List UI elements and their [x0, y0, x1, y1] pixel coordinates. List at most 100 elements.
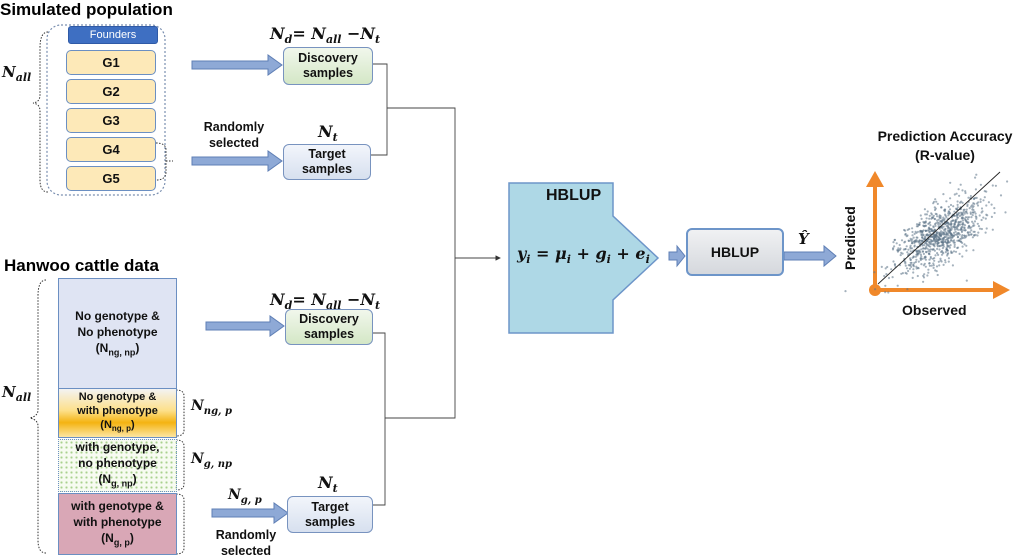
- scatter-point: [926, 233, 929, 236]
- scatter-point: [939, 222, 942, 226]
- scatter-point: [942, 231, 945, 234]
- scatter-point: [908, 267, 912, 270]
- simulated-n-all: Nall: [2, 63, 32, 84]
- scatter-point: [977, 225, 981, 228]
- scatter-point: [985, 204, 988, 207]
- scatter-point: [892, 260, 895, 263]
- scatter-point: [913, 245, 916, 248]
- scatter-point: [923, 221, 927, 224]
- scatter-point: [945, 241, 948, 244]
- scatter-point: [913, 240, 916, 243]
- scatter-point: [911, 240, 914, 243]
- scatter-point: [977, 231, 980, 234]
- scatter-point: [961, 189, 964, 192]
- scatter-point: [975, 173, 978, 176]
- scatter-point: [915, 253, 918, 256]
- scatter-point: [949, 223, 952, 226]
- scatter-point: [965, 244, 968, 247]
- scatter-point: [936, 247, 939, 250]
- scatter-point: [936, 245, 940, 248]
- scatter-point: [952, 219, 955, 222]
- scatter-point: [944, 251, 947, 254]
- scatter-point: [971, 214, 974, 217]
- scatter-point: [950, 251, 953, 254]
- scatter-point: [973, 220, 977, 223]
- scatter-point: [934, 224, 937, 227]
- y-hat-label: Ŷ: [798, 230, 809, 248]
- scatter-point: [944, 239, 947, 242]
- scatter-point: [942, 263, 945, 266]
- scatter-point: [931, 235, 934, 238]
- scatter-point: [948, 231, 951, 234]
- hanwoo-cell-with-geno-no-pheno: with genotype, no phenotype (Ng, np): [58, 439, 177, 492]
- scatter-point: [956, 206, 959, 209]
- scatter-point: [953, 222, 956, 225]
- scatter-point: [940, 260, 943, 263]
- scatter-point: [943, 217, 946, 220]
- scatter-point: [904, 262, 907, 265]
- scatter-point: [960, 229, 964, 232]
- scatter-point: [919, 230, 922, 233]
- scatter-point: [932, 242, 935, 246]
- scatter-point: [961, 241, 964, 244]
- scatter-point: [928, 231, 931, 234]
- scatter-point: [954, 250, 958, 253]
- scatter-point: [959, 201, 962, 204]
- scatter-point: [908, 264, 911, 267]
- scatter-point: [991, 228, 994, 231]
- scatter-point: [955, 233, 958, 236]
- scatter-point: [961, 245, 964, 248]
- scatter-point: [910, 242, 914, 245]
- scatter-point: [948, 241, 951, 244]
- scatter-point: [928, 217, 931, 220]
- simulated-population-frame: [46, 24, 166, 196]
- scatter-point: [911, 276, 914, 279]
- scatter-point: [927, 229, 930, 232]
- model-title: HBLUP: [546, 187, 602, 204]
- scatter-point: [917, 260, 920, 263]
- founders-box: Founders: [68, 26, 158, 44]
- scatter-point: [940, 206, 943, 209]
- scatter-point: [966, 231, 970, 234]
- scatter-point: [933, 257, 936, 260]
- scatter-point: [920, 263, 923, 266]
- scatter-point: [956, 216, 960, 219]
- scatter-point: [957, 223, 960, 226]
- scatter-point: [952, 250, 956, 253]
- scatter-point: [993, 207, 996, 210]
- scatter-point: [936, 252, 939, 255]
- scatter-point: [953, 243, 956, 246]
- scatter-point: [962, 210, 965, 214]
- scatter-point: [938, 236, 941, 239]
- scatter-point: [949, 229, 952, 232]
- scatter-point: [947, 225, 950, 228]
- scatter-point: [934, 207, 937, 210]
- scatter-point: [935, 265, 939, 268]
- scatter-point: [937, 253, 940, 256]
- scatter-point: [897, 247, 900, 250]
- scatter-point: [924, 265, 927, 268]
- accuracy-title: Prediction Accuracy (R-value): [877, 128, 1013, 163]
- scatter-point: [935, 200, 938, 203]
- scatter-point: [896, 284, 899, 287]
- scatter-point: [937, 223, 940, 226]
- scatter-point: [915, 267, 918, 270]
- scatter-point: [969, 212, 972, 215]
- scatter-point: [948, 212, 952, 215]
- scatter-point: [958, 214, 962, 218]
- scatter-point: [907, 269, 910, 273]
- scatter-point: [938, 233, 941, 236]
- scatter-point: [946, 243, 949, 247]
- scatter-point: [956, 214, 959, 217]
- hanwoo-cell-no-geno-with-pheno: No genotype & with phenotype (Nng, p): [58, 388, 177, 438]
- scatter-point: [912, 265, 916, 268]
- scatter-point: [972, 222, 975, 225]
- scatter-point: [973, 197, 976, 200]
- scatter-point: [919, 253, 923, 256]
- scatter-point: [982, 216, 985, 219]
- scatter-point: [930, 228, 933, 231]
- scatter-point: [970, 229, 973, 232]
- accuracy-axes: [866, 171, 1010, 299]
- scatter-point: [965, 220, 968, 223]
